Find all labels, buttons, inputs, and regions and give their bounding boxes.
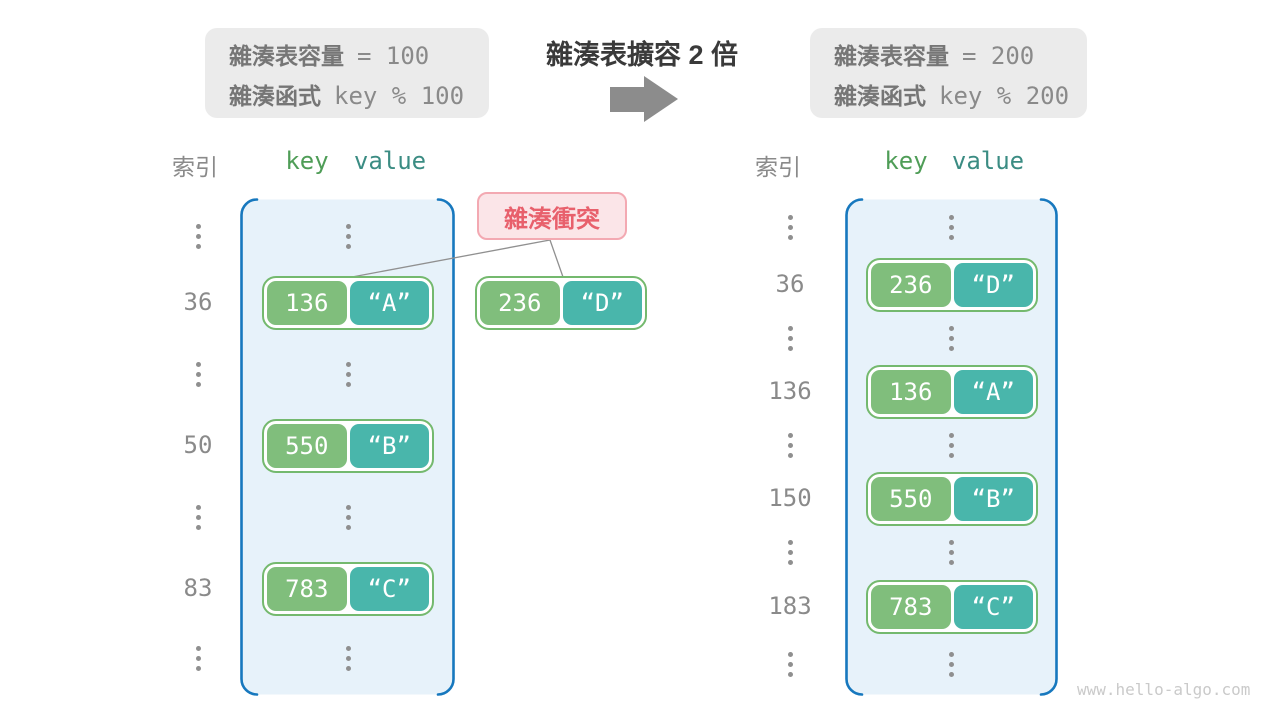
expand-title: 雜湊表擴容 2 倍: [546, 40, 739, 70]
watermark: www.hello-algo.com: [1077, 680, 1251, 699]
kv-pair: 783 “C”: [866, 580, 1038, 634]
index-label: 136: [768, 377, 812, 405]
hash-collision-badge: 雜湊衝突: [477, 192, 627, 240]
expand-arrow-icon: [644, 76, 678, 122]
capacity-box-after: 雜湊表容量 = 200 雜湊函式 key % 200: [810, 28, 1087, 118]
column-header-value: value: [951, 147, 1025, 175]
pair-key-cell: 236: [871, 263, 951, 307]
pair-value-cell: “A”: [349, 281, 429, 325]
ellipsis-dots: [195, 505, 201, 530]
ellipsis-dots: [948, 652, 954, 677]
kv-pair: 136 “A”: [262, 276, 434, 330]
ellipsis-dots: [345, 505, 351, 530]
pair-value-cell: “C”: [953, 585, 1033, 629]
column-header-index: 索引: [172, 154, 218, 180]
column-header-key: key: [884, 147, 928, 175]
kv-pair: 136 “A”: [866, 365, 1038, 419]
ellipsis-dots: [195, 224, 201, 249]
index-label: 50: [183, 431, 213, 459]
hash-function-line: 雜湊函式 key % 200: [834, 78, 1087, 118]
pair-value-cell: “B”: [953, 477, 1033, 521]
ellipsis-dots: [787, 326, 793, 351]
ellipsis-dots: [948, 433, 954, 458]
kv-pair-colliding: 236 “D”: [475, 276, 647, 330]
capacity-line: 雜湊表容量 = 100: [229, 38, 489, 78]
pair-key-cell: 550: [871, 477, 951, 521]
kv-pair: 550 “B”: [866, 472, 1038, 526]
kv-pair: 783 “C”: [262, 562, 434, 616]
pair-value-cell: “A”: [953, 370, 1033, 414]
capacity-label: 雜湊表容量: [834, 43, 949, 69]
index-label: 183: [768, 592, 812, 620]
ellipsis-dots: [787, 540, 793, 565]
pair-key-cell: 783: [267, 567, 347, 611]
capacity-value: = 200: [962, 42, 1035, 70]
index-label: 36: [775, 270, 805, 298]
index-label: 150: [768, 484, 812, 512]
capacity-line: 雜湊表容量 = 200: [834, 38, 1087, 78]
pair-key-cell: 550: [267, 424, 347, 468]
ellipsis-dots: [787, 652, 793, 677]
hash-function-label: 雜湊函式: [229, 83, 321, 109]
ellipsis-dots: [787, 433, 793, 458]
hash-function-value: key % 200: [939, 82, 1070, 110]
pair-key-cell: 236: [480, 281, 560, 325]
ellipsis-dots: [948, 540, 954, 565]
ellipsis-dots: [195, 646, 201, 671]
pair-value-cell: “D”: [953, 263, 1033, 307]
hash-function-value: key % 100: [334, 82, 465, 110]
pair-value-cell: “C”: [349, 567, 429, 611]
column-header-key: key: [285, 147, 329, 175]
ellipsis-dots: [345, 362, 351, 387]
capacity-box-before: 雜湊表容量 = 100 雜湊函式 key % 100: [205, 28, 489, 118]
ellipsis-dots: [195, 362, 201, 387]
index-label: 36: [183, 288, 213, 316]
column-header-index: 索引: [755, 154, 801, 180]
capacity-value: = 100: [357, 42, 430, 70]
capacity-label: 雜湊表容量: [229, 43, 344, 69]
ellipsis-dots: [948, 326, 954, 351]
pair-value-cell: “D”: [562, 281, 642, 325]
expand-arrow-icon: [610, 87, 644, 112]
ellipsis-dots: [345, 646, 351, 671]
column-header-value: value: [353, 147, 427, 175]
pair-value-cell: “B”: [349, 424, 429, 468]
pair-key-cell: 136: [267, 281, 347, 325]
ellipsis-dots: [948, 215, 954, 240]
kv-pair: 550 “B”: [262, 419, 434, 473]
pair-key-cell: 783: [871, 585, 951, 629]
hash-function-label: 雜湊函式: [834, 83, 926, 109]
ellipsis-dots: [787, 215, 793, 240]
index-label: 83: [183, 574, 213, 602]
pair-key-cell: 136: [871, 370, 951, 414]
hash-function-line: 雜湊函式 key % 100: [229, 78, 489, 118]
ellipsis-dots: [345, 224, 351, 249]
kv-pair: 236 “D”: [866, 258, 1038, 312]
